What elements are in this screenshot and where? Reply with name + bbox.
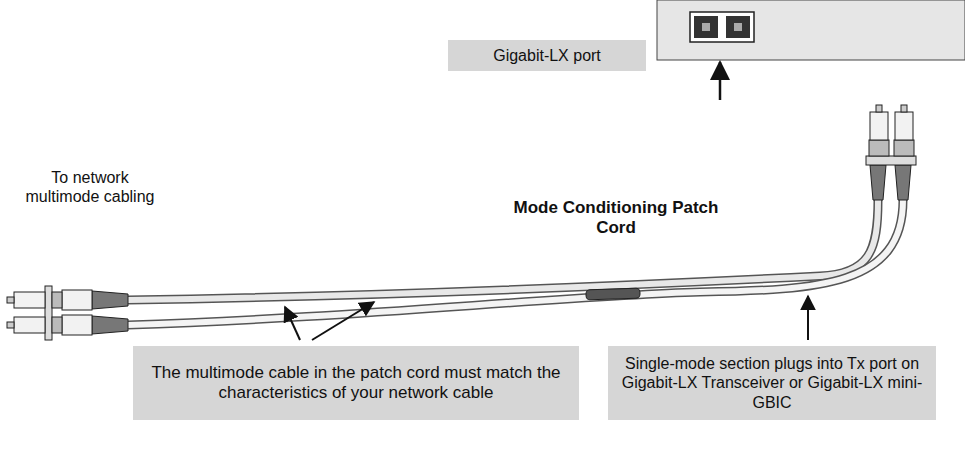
left-connector <box>7 286 128 340</box>
socket-ferrule <box>734 23 742 31</box>
port-panel <box>657 0 965 60</box>
fiber-jacket <box>128 200 903 325</box>
box-text: Gigabit-LX port <box>493 46 601 65</box>
right-connector <box>866 105 916 200</box>
socket-ferrule <box>702 23 710 31</box>
leader-arrow <box>312 302 374 340</box>
port-label-box: Gigabit-LX port <box>448 40 646 71</box>
box-text: The multimode cable in the patch cord mu… <box>145 363 567 404</box>
insert-arrow <box>719 62 722 100</box>
cable-note: To network multimode cabling <box>20 168 160 206</box>
fiber-multimode <box>128 200 878 300</box>
fiber-jacket <box>128 200 878 300</box>
callout-box: The multimode cable in the patch cord mu… <box>133 346 579 420</box>
leader-arrow <box>285 307 300 340</box>
fiber-single-mode <box>128 200 903 325</box>
duplex-socket <box>690 12 754 42</box>
leader-arrow <box>807 296 809 340</box>
splice-sleeve <box>586 288 640 300</box>
socket-right <box>726 16 750 38</box>
cord-title: Mode Conditioning Patch Cord <box>500 198 732 239</box>
box-text: Single-mode section plugs into Tx port o… <box>618 354 926 412</box>
callout-box: Single-mode section plugs into Tx port o… <box>608 346 936 420</box>
socket-left <box>694 16 718 38</box>
